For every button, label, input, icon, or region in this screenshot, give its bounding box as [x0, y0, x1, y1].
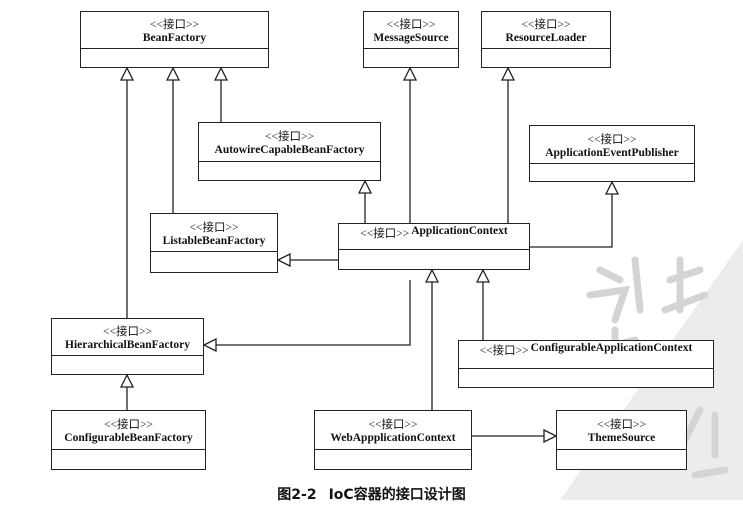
figure-caption: 图2-2 IoC容器的接口设计图 [0, 484, 743, 504]
stereotype-label: <<接口>> [386, 19, 436, 31]
interface-name: ListableBeanFactory [162, 234, 266, 247]
configurablebeanfactory-box: <<接口>> ConfigurableBeanFactory [51, 410, 206, 470]
stereotype-label: <<接口>> [587, 133, 637, 146]
applicationcontext-box: <<接口>> ApplicationContext [338, 223, 530, 270]
interface-name: BeanFactory [142, 32, 207, 44]
stereotype-label: <<接口>> [103, 326, 152, 338]
interface-name: ApplicationContext [411, 225, 508, 237]
interface-name: ConfigurableBeanFactory [64, 432, 193, 444]
stereotype-label: <<接口>> [104, 419, 153, 431]
stereotype-label: <<接口>> [521, 19, 571, 31]
resourceloader-box: <<接口>> ResourceLoader [481, 11, 611, 68]
stereotype-label: <<接口>> [189, 221, 239, 234]
stereotype-label: <<接口>> [150, 19, 199, 31]
beanfactory-box: <<接口>> BeanFactory [80, 11, 269, 68]
applicationeventpublisher-box: <<接口>> ApplicationEventPublisher [529, 125, 695, 182]
edge-appcontext-to-hierarchical [204, 280, 411, 345]
stereotype-label: <<接口>> [360, 228, 410, 240]
interface-name: MessageSource [373, 32, 449, 44]
interface-name: HierarchicalBeanFactory [65, 339, 190, 351]
stereotype-label: <<接口>> [597, 419, 646, 431]
listablebeanfactory-box: <<接口>> ListableBeanFactory [150, 213, 278, 273]
interface-name: ThemeSource [587, 432, 656, 444]
autowirecapablebeanfactory-box: <<接口>> AutowireCapableBeanFactory [198, 122, 381, 181]
figure-number: 图2-2 [277, 487, 317, 503]
interface-name: WebAppplicationContext [330, 432, 456, 444]
hierarchicalbeanfactory-box: <<接口>> HierarchicalBeanFactory [51, 318, 204, 375]
themesource-box: <<接口>> ThemeSource [556, 410, 687, 470]
configurableapplicationcontext-box: <<接口>> ConfigurableApplicationContext [458, 340, 714, 388]
interface-name: ResourceLoader [505, 32, 587, 44]
interface-name: ApplicationEventPublisher [545, 146, 679, 159]
interface-name: AutowireCapableBeanFactory [214, 144, 365, 156]
interface-name: ConfigurableApplicationContext [530, 342, 693, 354]
figure-title: IoC容器的接口设计图 [328, 487, 466, 503]
stereotype-label: <<接口>> [479, 345, 529, 357]
messagesource-box: <<接口>> MessageSource [363, 11, 459, 68]
stereotype-label: <<接口>> [368, 419, 418, 431]
stereotype-label: <<接口>> [265, 131, 314, 143]
edge-appcontext-to-eventpublisher [530, 182, 612, 248]
webapplicationcontext-box: <<接口>> WebAppplicationContext [314, 410, 472, 470]
